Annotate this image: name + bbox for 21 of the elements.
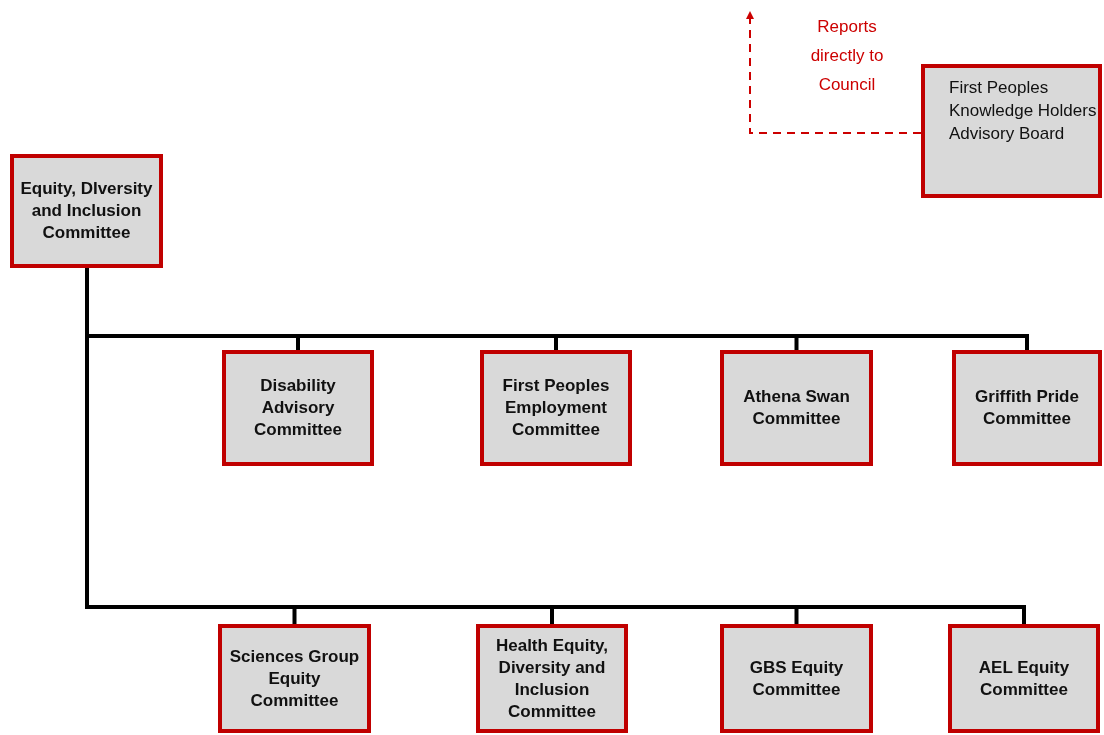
committee-box (921, 64, 1102, 198)
committee-name: Equity, DIversity and Inclusion Committee (19, 178, 154, 244)
committee-box (218, 624, 371, 733)
committee-box (720, 350, 873, 466)
committee-name: First Peoples Employment Committee (501, 375, 611, 441)
committee-name: First Peoples Knowledge Holders Advisory Board (949, 77, 1098, 145)
committee-box (948, 624, 1100, 733)
committee-box (476, 624, 628, 733)
dashed-arrow (746, 11, 922, 134)
committee-box (480, 350, 632, 466)
committee-box (10, 154, 163, 268)
committee-box (222, 350, 374, 466)
committee-name: Athena Swan Committee (742, 386, 851, 430)
committee-name: Sciences Group Equity Committee (228, 645, 361, 712)
committee-name: Disability Advisory Committee (253, 375, 343, 441)
committee-box (720, 624, 873, 733)
committee-name: GBS Equity Committee (748, 656, 845, 701)
committee-box (952, 350, 1102, 466)
committee-name: Health Equity, Diversity and Inclusion Committee (494, 634, 610, 723)
committee-name: AEL Equity Committee (977, 656, 1071, 701)
committee-name: Griffith Pride Committee (974, 386, 1080, 430)
